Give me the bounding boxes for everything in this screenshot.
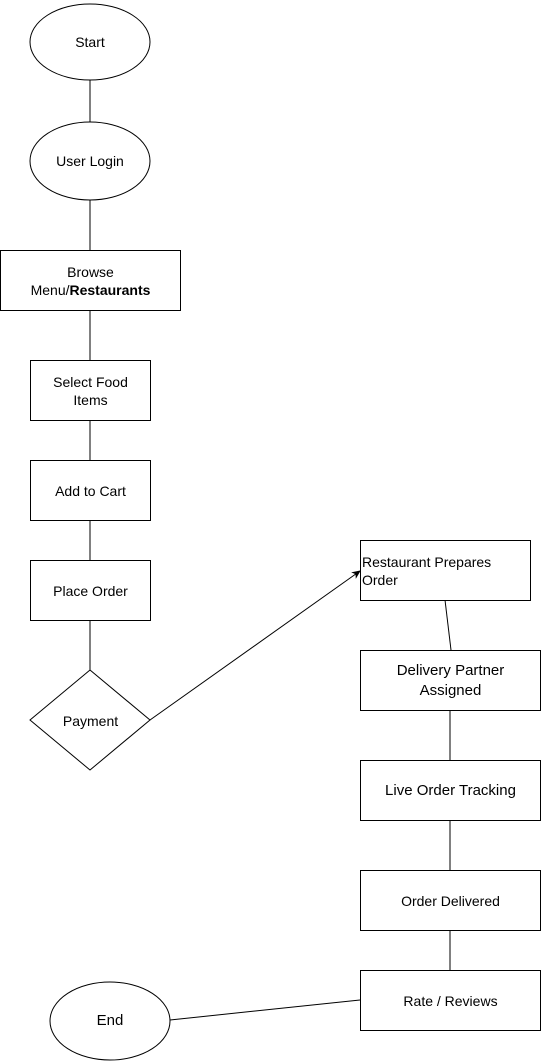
browse-label-bold: Restaurants [69,281,151,298]
end-node-shape [49,981,171,1061]
edge-rate-to-end [169,999,361,1021]
browse-node-shape [0,250,181,311]
place-order-node-shape [30,560,151,621]
delivery-partner-node-shape [360,650,541,711]
add-to-cart-node-shape [30,460,151,521]
live-tracking-node-label: Live Order Tracking [360,760,541,821]
browse-node-label: Browse Menu/Restaurants [0,250,181,311]
restaurant-prepares-label-line2: Order [362,571,398,588]
start-node-shape [29,3,151,81]
select-food-label-line2: Items [73,391,108,408]
order-delivered-label-text: Order Delivered [401,892,500,909]
select-food-node-shape [30,360,151,421]
start-label-text: Start [75,34,105,50]
rate-reviews-label-text: Rate / Reviews [403,992,498,1009]
payment-node-shape [29,669,151,771]
place-order-label-text: Place Order [53,582,128,599]
live-tracking-node-shape [360,760,541,821]
rate-reviews-node-label: Rate / Reviews [360,970,541,1031]
edge-restaurant-to-delivery [444,599,452,651]
delivery-partner-label-line2: Assigned [419,681,482,699]
restaurant-prepares-node-label: Restaurant Prepares Order [360,540,531,601]
add-to-cart-node-label: Add to Cart [30,460,151,521]
order-delivered-node-label: Order Delivered [360,870,541,931]
payment-label-text: Payment [62,712,119,729]
edge-payment-to-restaurant [149,570,361,721]
user-login-node-shape [29,121,151,201]
browse-label-line2: Menu/Restaurants [31,281,151,299]
payment-node-label: Payment [30,670,151,771]
place-order-node-label: Place Order [30,560,151,621]
select-food-label-line1: Select Food [53,373,128,390]
order-delivered-node-shape [360,870,541,931]
start-node-label: Start [30,4,150,80]
end-node-label: End [50,982,170,1060]
add-to-cart-label-text: Add to Cart [55,482,126,499]
browse-label-line1: Browse [67,263,114,280]
restaurant-prepares-node-shape [360,540,531,601]
restaurant-prepares-label-line1: Restaurant Prepares [362,553,492,570]
select-food-node-label: Select Food Items [30,360,151,421]
user-login-label-text: User Login [56,153,124,169]
rate-reviews-node-shape [360,970,541,1031]
user-login-node-label: User Login [30,122,150,200]
browse-label-prefix: Menu/ [30,281,70,298]
delivery-partner-label-line1: Delivery Partner [396,661,505,679]
end-label-text: End [96,1012,124,1029]
live-tracking-label-text: Live Order Tracking [385,781,516,799]
delivery-partner-node-label: Delivery Partner Assigned [360,650,541,711]
